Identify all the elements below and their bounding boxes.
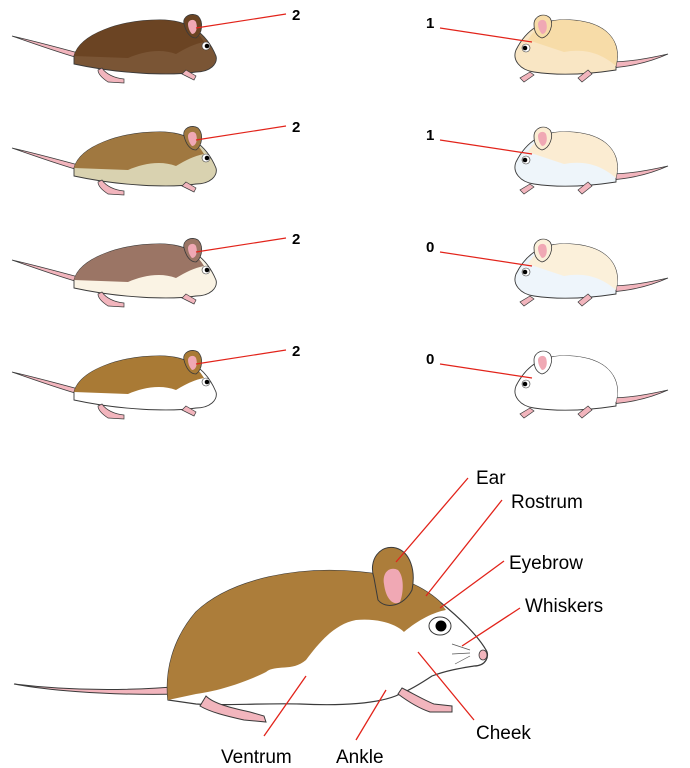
pupil: [205, 380, 210, 385]
front-foot: [520, 408, 534, 418]
label-eyebrow: Eyebrow: [509, 553, 583, 574]
small-mice-grid: 2 2 2 2 1 1 0 0: [12, 7, 668, 419]
pupil: [523, 382, 528, 387]
mouse-left-2: 2: [12, 119, 300, 195]
tail: [14, 684, 185, 694]
mouse-right-2: 1: [426, 127, 668, 194]
score-label: 0: [426, 239, 434, 256]
pupil: [523, 270, 528, 275]
score-label: 2: [292, 119, 300, 136]
pupil: [205, 156, 210, 161]
pupil: [523, 46, 528, 51]
nose: [479, 650, 487, 660]
score-leader: [440, 252, 532, 266]
label-rostrum: Rostrum: [511, 492, 583, 513]
pupil: [205, 44, 210, 49]
tail: [12, 372, 82, 395]
label-ankle: Ankle: [336, 747, 384, 768]
score-leader: [196, 14, 286, 28]
mouse-left-4: 2: [12, 343, 300, 419]
score-label: 2: [292, 7, 300, 24]
tail: [12, 36, 82, 59]
label-cheek: Cheek: [476, 723, 531, 744]
pupil: [436, 621, 447, 632]
score-label: 0: [426, 351, 434, 368]
mouse-right-3: 0: [426, 239, 668, 306]
score-leader: [196, 126, 286, 140]
score-leader: [440, 28, 532, 42]
mouse-right-4: 0: [426, 351, 668, 418]
score-leader: [440, 140, 532, 154]
tail: [12, 260, 82, 283]
score-label: 1: [426, 127, 434, 144]
pupil: [205, 268, 210, 273]
score-leader: [196, 238, 286, 252]
score-leader: [440, 364, 532, 378]
label-ear: Ear: [476, 468, 506, 489]
front-foot: [520, 184, 534, 194]
score-label: 2: [292, 231, 300, 248]
front-leg: [398, 688, 452, 712]
mouse-left-1: 2: [12, 7, 300, 83]
score-label: 2: [292, 343, 300, 360]
score-leader: [196, 350, 286, 364]
mouse-left-3: 2: [12, 231, 300, 307]
labeled-mouse: Ear Rostrum Eyebrow Whiskers Cheek Ventr…: [14, 468, 603, 768]
label-whiskers: Whiskers: [525, 596, 603, 617]
label-ventrum: Ventrum: [221, 747, 292, 768]
pupil: [523, 158, 528, 163]
front-foot: [520, 72, 534, 82]
mouse-right-1: 1: [426, 15, 668, 82]
tail: [12, 148, 82, 171]
front-foot: [520, 296, 534, 306]
score-label: 1: [426, 15, 434, 32]
